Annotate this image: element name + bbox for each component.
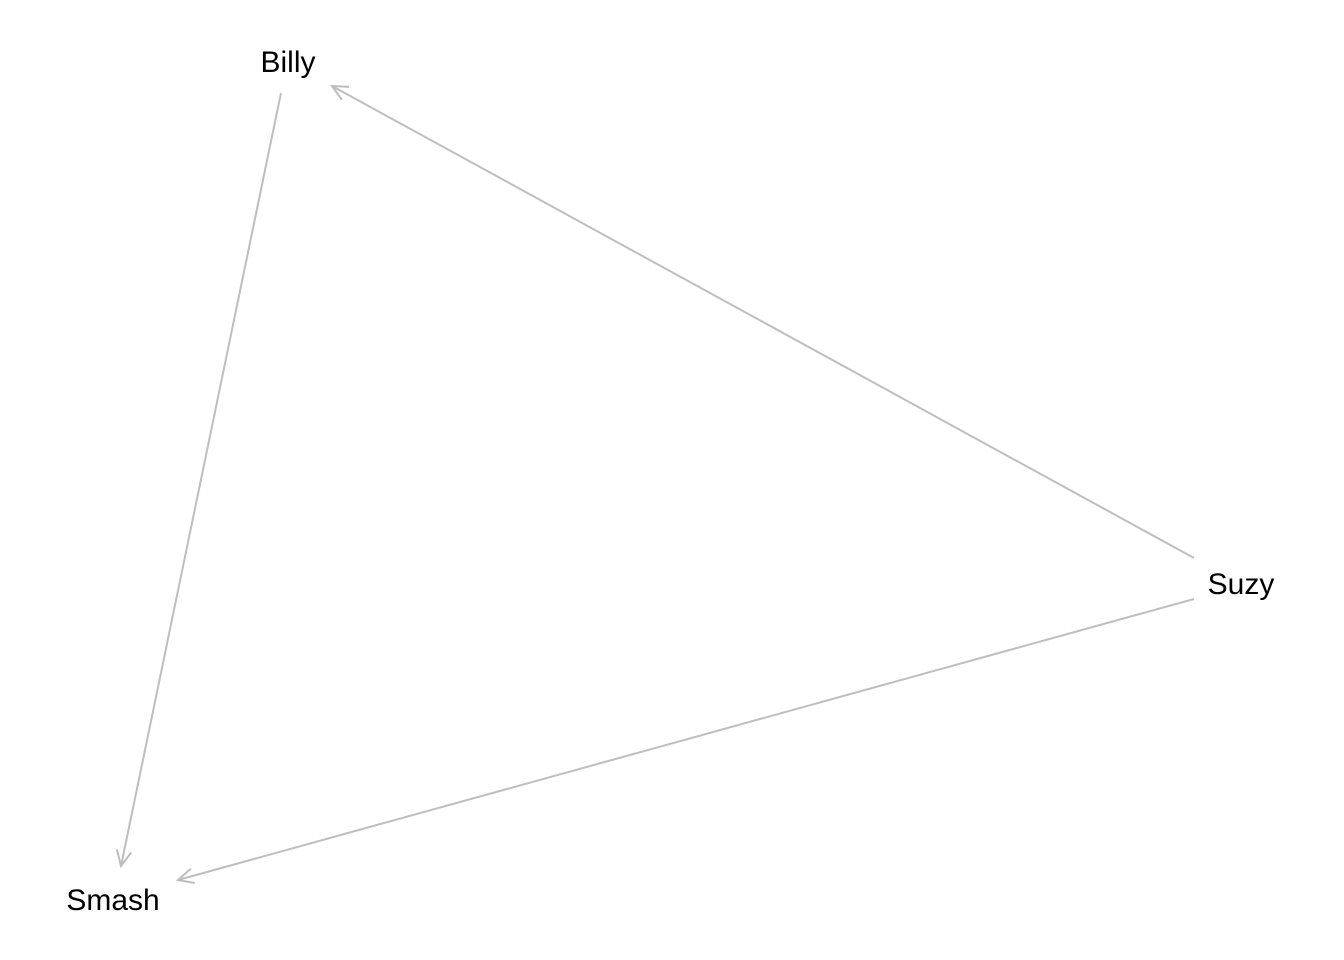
node-billy: Billy bbox=[260, 46, 315, 79]
node-label-smash: Smash bbox=[66, 884, 159, 917]
arrowhead-icon bbox=[115, 849, 133, 869]
edge-line bbox=[177, 598, 1195, 881]
edge-line bbox=[120, 92, 282, 867]
arrowhead-icon bbox=[175, 868, 195, 884]
node-suzy: Suzy bbox=[1208, 568, 1275, 601]
edges-layer bbox=[115, 84, 1195, 884]
arrowhead-icon bbox=[329, 84, 350, 101]
node-smash: Smash bbox=[66, 884, 159, 917]
node-label-suzy: Suzy bbox=[1208, 568, 1275, 601]
node-label-billy: Billy bbox=[260, 46, 315, 79]
edge-line bbox=[331, 85, 1195, 559]
edge-billy-to-smash bbox=[115, 92, 282, 869]
edge-suzy-to-smash bbox=[175, 598, 1195, 884]
edge-suzy-to-billy bbox=[329, 84, 1195, 559]
